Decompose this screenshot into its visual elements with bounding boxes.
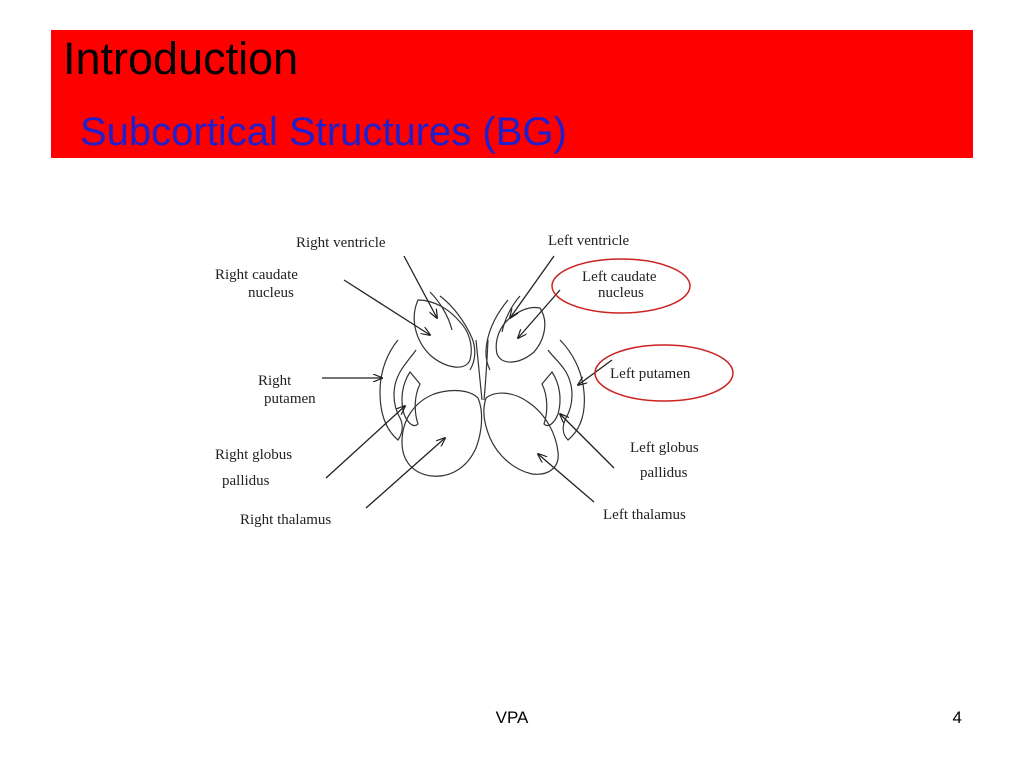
left-caudate-shape [495,306,546,363]
page-number: 4 [952,708,962,727]
label-left-thalamus: Left thalamus [603,507,686,523]
label-right-caudate-1: Right caudate [215,267,298,283]
left-putamen-shape [547,339,585,441]
label-right-ventricle: Right ventricle [296,235,386,251]
arrow-right-globus [325,406,405,479]
right-caudate-shape [413,299,472,368]
arrow-left-globus [560,414,615,469]
left-thalamus-shape [483,392,559,475]
footer-text: VPA [495,708,529,727]
label-right-putamen-2: putamen [264,391,316,407]
label-right-globus-2: pallidus [222,473,270,489]
label-right-caudate-2: nucleus [248,285,294,301]
label-right-globus-1: Right globus [215,447,292,463]
highlight-left-putamen [594,344,734,402]
label-right-thalamus: Right thalamus [240,512,331,528]
slide-title: Introduction [63,33,299,84]
title-bar [51,30,973,158]
pointer-arrows [322,255,615,509]
highlight-left-caudate [551,258,691,314]
left-ventricle-shape [485,295,521,371]
arrow-right-ventricle [403,255,437,318]
left-globus-shape [541,370,561,427]
arrow-right-thalamus [365,438,445,509]
right-thalamus-shape [401,389,483,477]
label-left-caudate-2: nucleus [598,285,644,301]
slide-subtitle: Subcortical Structures (BG) [80,110,567,154]
brain-outline [379,291,585,477]
arrow-left-thalamus [538,454,595,503]
arrow-right-caudate [343,279,430,335]
label-right-putamen-1: Right [258,373,292,389]
label-left-globus-1: Left globus [630,440,699,456]
right-putamen-shape [379,339,417,441]
right-ventricle-shape [429,291,476,371]
arrow-left-caudate [518,289,561,338]
label-left-globus-2: pallidus [640,465,688,481]
label-left-putamen: Left putamen [610,366,691,382]
label-left-caudate-1: Left caudate [582,269,657,285]
right-globus-shape [401,370,421,427]
arrow-left-ventricle [510,255,555,318]
label-left-ventricle: Left ventricle [548,233,630,249]
midline-shape [475,339,489,401]
